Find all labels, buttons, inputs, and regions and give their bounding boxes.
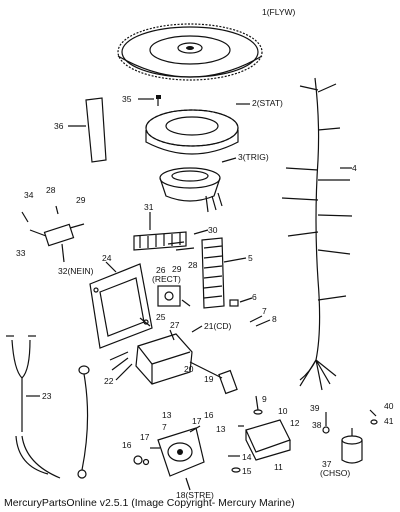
copyright-footer: MercuryPartsOnline v2.5.1 (Image Copyrig… xyxy=(4,497,295,509)
callout-9: 9 xyxy=(262,394,267,404)
callout-labels: 1(FLYW) 2(STAT) 3(TRIG) 4 5 6 7 8 9 10 1… xyxy=(16,7,394,500)
ground-lead-22 xyxy=(77,365,90,479)
callout-23: 23 xyxy=(42,391,52,401)
callout-25: 25 xyxy=(156,312,166,322)
callout-7: 7 xyxy=(262,306,267,316)
terminal-strip-5 xyxy=(201,237,247,309)
battery-leads-23 xyxy=(6,335,61,479)
callout-30: 30 xyxy=(208,225,218,235)
callout-28a: 28 xyxy=(46,185,56,195)
trigger-part xyxy=(159,157,237,213)
callout-13a: 13 xyxy=(162,410,172,420)
callout-17b: 17 xyxy=(192,416,202,426)
starter-solenoid-18 xyxy=(133,425,205,491)
flywheel-part xyxy=(117,23,263,81)
callout-31: 31 xyxy=(144,202,154,212)
callout-26-rect: (RECT) xyxy=(152,274,181,284)
cd-module-21 xyxy=(109,325,238,395)
callout-26: 26 xyxy=(156,265,166,275)
small-hardware-6-8 xyxy=(229,297,271,327)
bolts-25-27 xyxy=(139,317,175,341)
terminal-block-31 xyxy=(133,212,187,251)
callout-32: 32(NEIN) xyxy=(58,266,94,276)
callout-7b: 7 xyxy=(162,422,167,432)
callout-19: 19 xyxy=(204,374,214,384)
callout-16a: 16 xyxy=(122,440,132,450)
callout-39: 39 xyxy=(310,403,320,413)
callout-33: 33 xyxy=(16,248,26,258)
callout-29b: 29 xyxy=(172,264,182,274)
wiring-harness-part xyxy=(281,77,353,391)
screws-30 xyxy=(167,229,209,251)
stator-part xyxy=(145,103,250,155)
callout-40: 40 xyxy=(384,401,394,411)
callout-22: 22 xyxy=(104,376,114,386)
callout-38: 38 xyxy=(312,420,322,430)
callout-41: 41 xyxy=(384,416,394,426)
callout-37: 37 xyxy=(322,459,332,469)
callout-37-chso: (CHSO) xyxy=(320,468,350,478)
callout-5: 5 xyxy=(248,253,253,263)
callout-15: 15 xyxy=(242,466,252,476)
bolt-washer-9-10 xyxy=(253,395,263,415)
rectifier-26 xyxy=(157,285,191,307)
callout-2: 2(STAT) xyxy=(252,98,283,108)
callout-20: 20 xyxy=(184,364,194,374)
callout-4: 4 xyxy=(352,163,357,173)
callout-24: 24 xyxy=(102,253,112,263)
callout-6: 6 xyxy=(252,292,257,302)
callout-10: 10 xyxy=(278,406,288,416)
callout-17: 17 xyxy=(140,432,150,442)
callout-35: 35 xyxy=(122,94,132,104)
bolt-washer-14-15 xyxy=(228,455,241,473)
callout-8: 8 xyxy=(272,314,277,324)
neutral-interlock-part xyxy=(21,205,85,263)
screw-35 xyxy=(138,95,161,106)
callout-18: 18(STRE) xyxy=(176,490,214,500)
callout-21: 21(CD) xyxy=(204,321,232,331)
callout-28b: 28 xyxy=(188,260,198,270)
module-11 xyxy=(238,419,291,461)
callout-36: 36 xyxy=(54,121,64,131)
callout-27: 27 xyxy=(170,320,180,330)
strip-36 xyxy=(68,97,107,163)
choke-solenoid-37 xyxy=(341,428,363,464)
callout-13b: 13 xyxy=(216,424,226,434)
hardware-38-41 xyxy=(322,409,378,434)
callout-3: 3(TRIG) xyxy=(238,152,269,162)
callout-16b: 16 xyxy=(204,410,214,420)
callout-12: 12 xyxy=(290,418,300,428)
mounting-plate-24 xyxy=(89,261,153,349)
callout-34: 34 xyxy=(24,190,34,200)
callout-29a: 29 xyxy=(76,195,86,205)
callout-11: 11 xyxy=(274,462,283,472)
callout-14: 14 xyxy=(242,452,252,462)
callout-1: 1(FLYW) xyxy=(262,7,296,17)
